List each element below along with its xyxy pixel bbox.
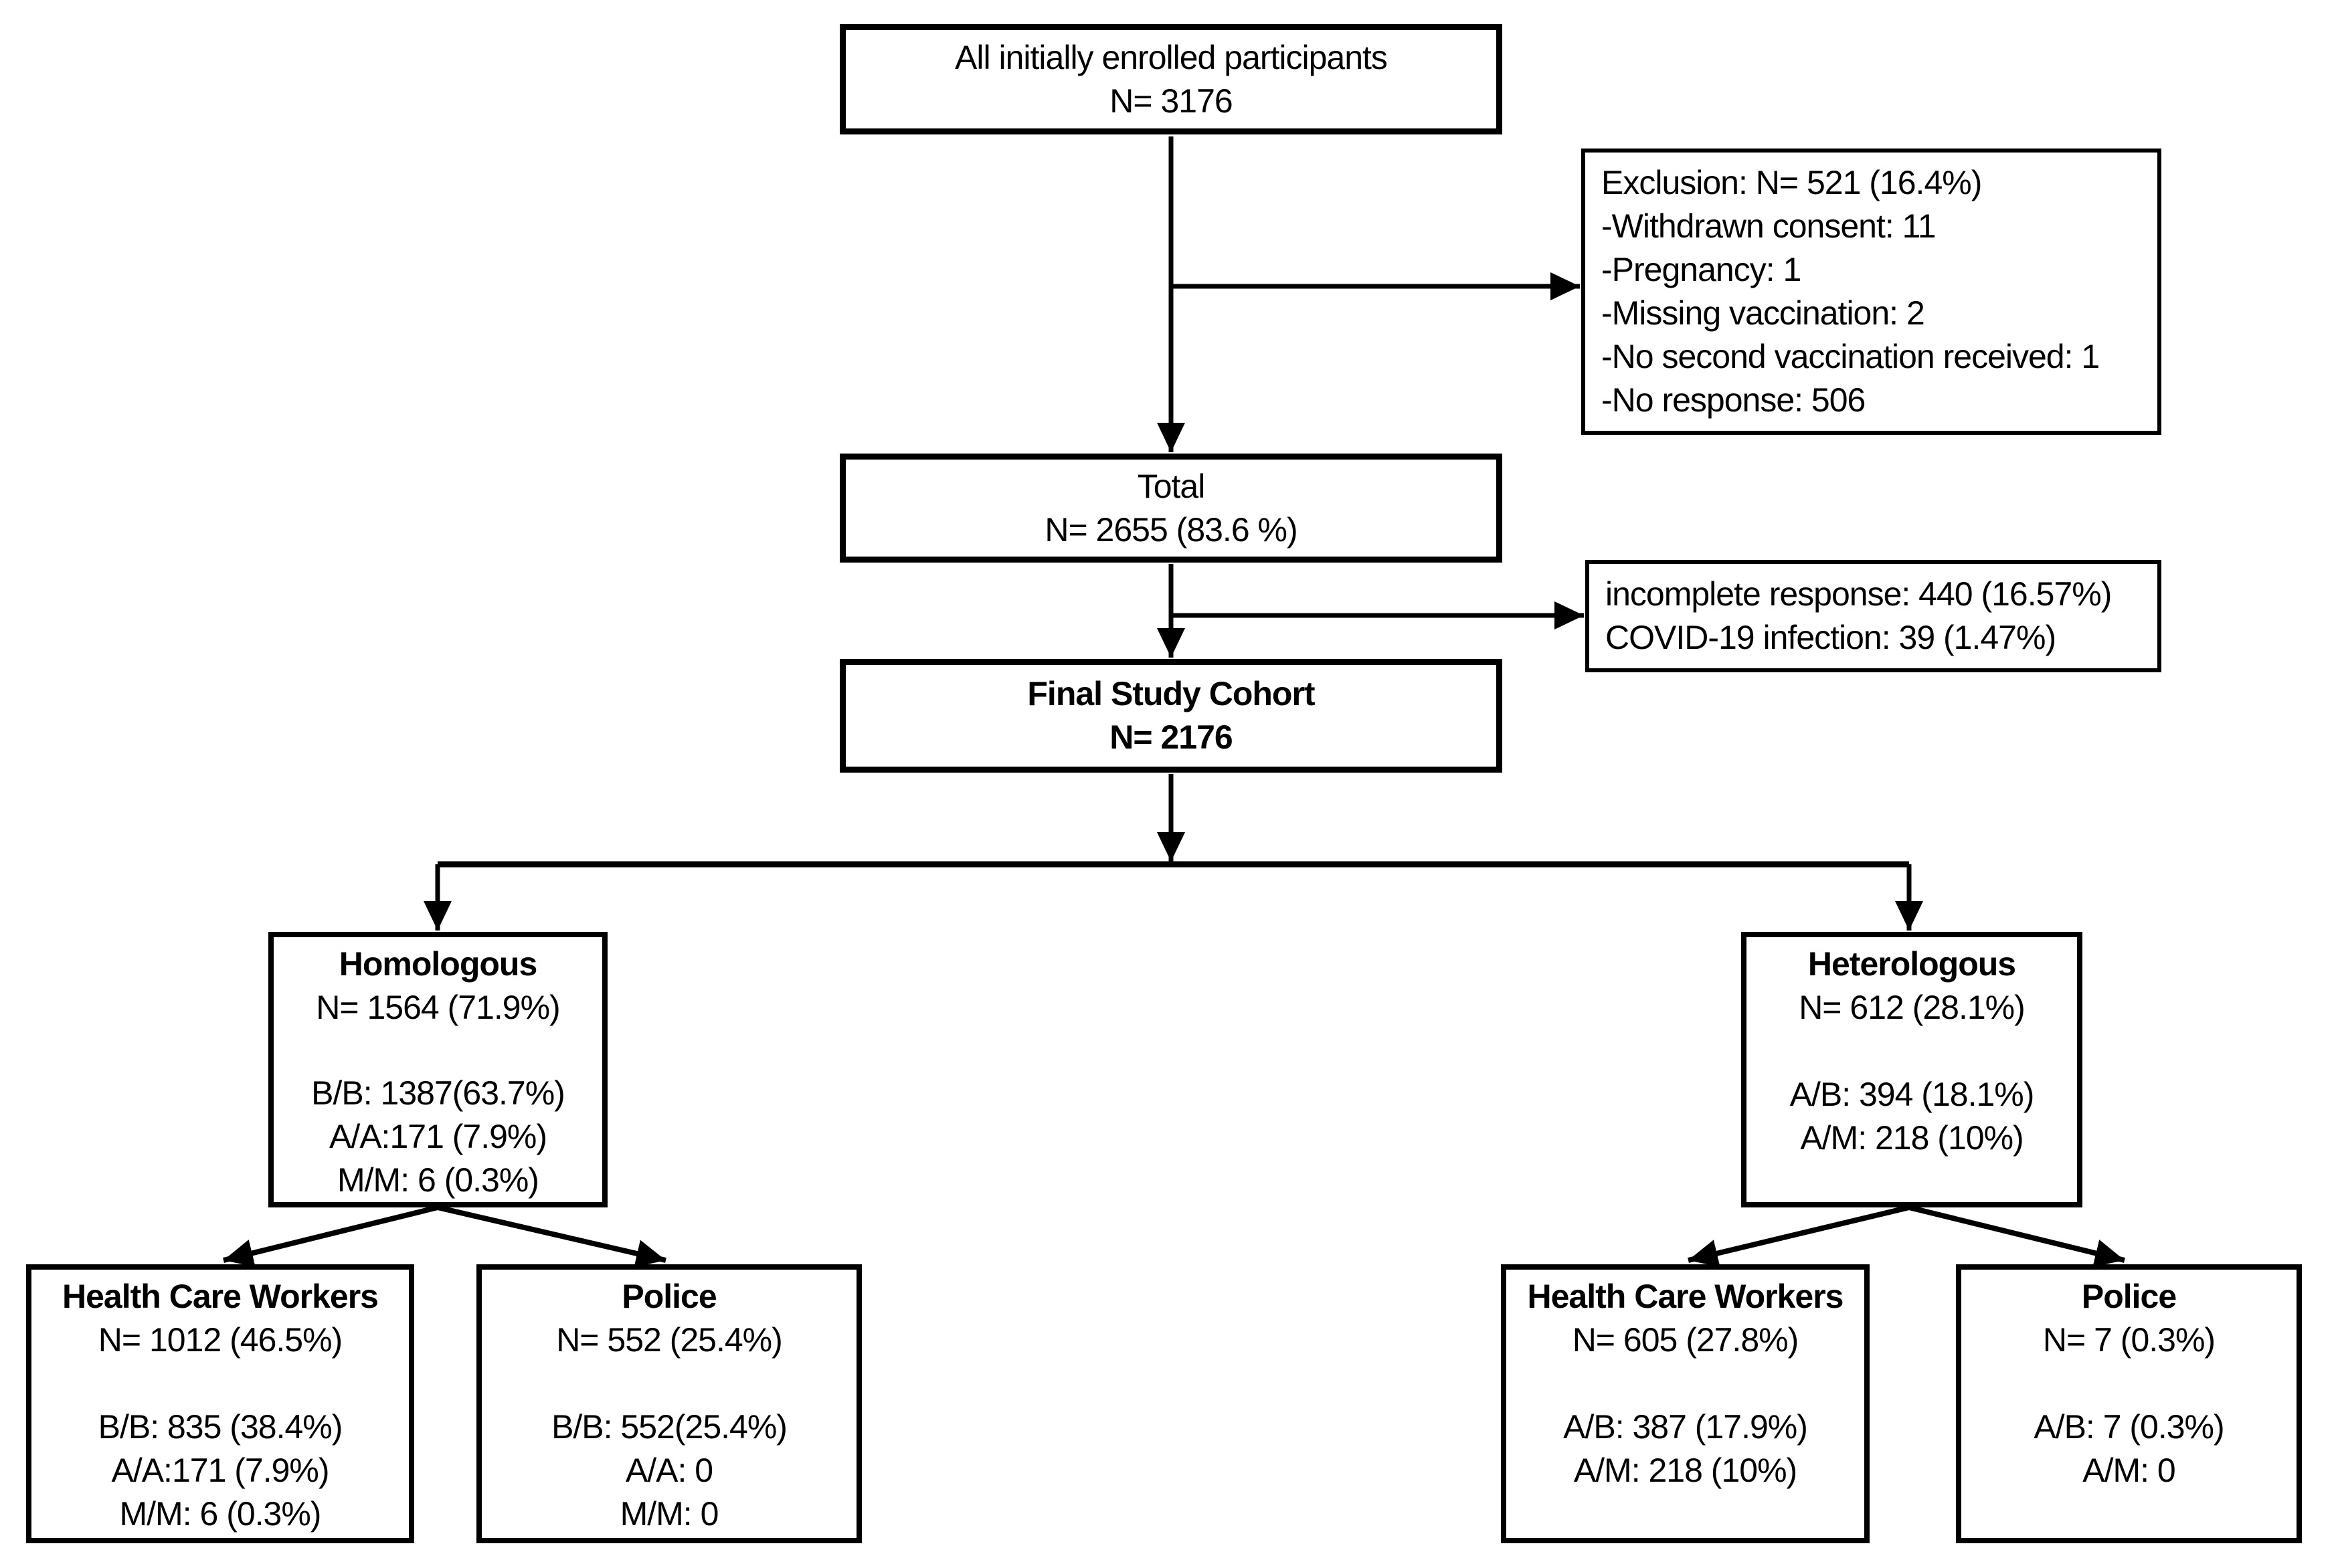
arrow-homologous-to-police: [437, 1205, 666, 1268]
exclusion-line: -No response: 506: [1601, 381, 1866, 419]
homologous-hcw-row: B/B: 835 (38.4%): [98, 1408, 343, 1446]
total-box: Total N= 2655 (83.6 %): [840, 454, 1502, 563]
heterologous-row: A/M: 218 (10%): [1800, 1119, 2024, 1157]
exclusion-line: -No second vaccination received: 1: [1601, 338, 2100, 375]
homologous-n: N= 1564 (71.9%): [316, 989, 560, 1026]
heterologous-hcw-row: A/M: 218 (10%): [1573, 1452, 1797, 1489]
exclusion-line: -Withdrawn consent: 11: [1601, 207, 1937, 245]
heterologous-box: Heterologous N= 612 (28.1%) A/B: 394 (18…: [1741, 932, 2082, 1207]
heterologous-police-title: Police: [2081, 1278, 2177, 1315]
exclusion-box: Exclusion: N= 521 (16.4%) -Withdrawn con…: [1581, 149, 2161, 435]
homologous-row: A/A:171 (7.9%): [329, 1118, 547, 1155]
exclusion-line: -Missing vaccination: 2: [1601, 294, 1925, 332]
homologous-hcw-n: N= 1012 (46.5%): [98, 1321, 343, 1359]
homologous-hcw-row: A/A:171 (7.9%): [111, 1452, 329, 1489]
homologous-hcw-box: Health Care Workers N= 1012 (46.5%) B/B:…: [26, 1264, 414, 1543]
dropout-line: COVID-19 infection: 39 (1.47%): [1605, 619, 2056, 656]
total-n: N= 2655 (83.6 %): [1045, 510, 1297, 549]
total-title: Total: [1137, 467, 1206, 505]
heterologous-police-row: A/B: 7 (0.3%): [2034, 1408, 2224, 1446]
heterologous-police-row: A/M: 0: [2082, 1452, 2175, 1489]
enrolled-n: N= 3176: [1109, 82, 1233, 120]
final-cohort-box: Final Study Cohort N= 2176: [840, 659, 1502, 773]
exclusion-line: -Pregnancy: 1: [1601, 251, 1801, 288]
homologous-police-title: Police: [622, 1278, 717, 1315]
final-cohort-n: N= 2176: [1109, 718, 1233, 756]
homologous-police-row: B/B: 552(25.4%): [551, 1408, 788, 1446]
homologous-police-n: N= 552 (25.4%): [556, 1321, 783, 1359]
heterologous-hcw-row: A/B: 387 (17.9%): [1563, 1408, 1808, 1446]
heterologous-title: Heterologous: [1807, 945, 2016, 983]
homologous-title: Homologous: [339, 945, 538, 983]
heterologous-row: A/B: 394 (18.1%): [1789, 1076, 2035, 1113]
homologous-row: B/B: 1387(63.7%): [311, 1074, 565, 1112]
heterologous-hcw-box: Health Care Workers N= 605 (27.8%) A/B: …: [1501, 1264, 1870, 1543]
homologous-row: M/M: 6 (0.3%): [337, 1161, 539, 1199]
homologous-hcw-row: M/M: 6 (0.3%): [119, 1495, 322, 1533]
heterologous-hcw-title: Health Care Workers: [1527, 1278, 1844, 1315]
arrow-heterologous-to-hcw: [1688, 1205, 1910, 1268]
homologous-box: Homologous N= 1564 (71.9%) B/B: 1387(63.…: [268, 932, 608, 1207]
arrow-homologous-to-hcw: [223, 1205, 438, 1267]
exclusion-line: Exclusion: N= 521 (16.4%): [1601, 164, 1982, 201]
heterologous-police-n: N= 7 (0.3%): [2042, 1321, 2216, 1359]
dropout-line: incomplete response: 440 (16.57%): [1605, 575, 2112, 613]
homologous-police-row: A/A: 0: [625, 1452, 713, 1489]
homologous-hcw-title: Health Care Workers: [62, 1278, 379, 1315]
homologous-police-box: Police N= 552 (25.4%) B/B: 552(25.4%) A/…: [476, 1264, 862, 1543]
heterologous-hcw-n: N= 605 (27.8%): [1572, 1321, 1799, 1359]
enrolled-box: All initially enrolled participants N= 3…: [840, 24, 1502, 134]
heterologous-n: N= 612 (28.1%): [1799, 989, 2026, 1026]
final-cohort-title: Final Study Cohort: [1027, 675, 1315, 712]
dropout-box: incomplete response: 440 (16.57%) COVID-…: [1585, 560, 2161, 672]
arrow-heterologous-to-police: [1908, 1205, 2125, 1267]
heterologous-police-box: Police N= 7 (0.3%) A/B: 7 (0.3%) A/M: 0: [1956, 1264, 2302, 1543]
enrolled-title: All initially enrolled participants: [955, 38, 1388, 76]
homologous-police-row: M/M: 0: [620, 1495, 719, 1533]
